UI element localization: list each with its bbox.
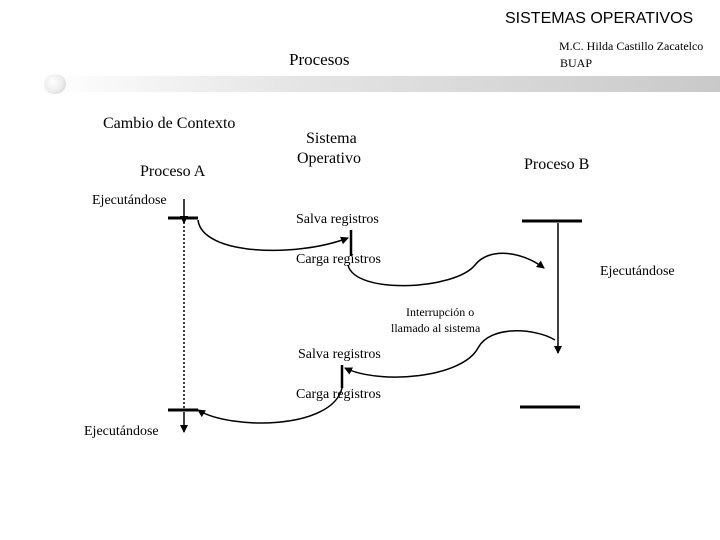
curve-os-to-b <box>347 252 545 287</box>
executing-a-top-label: Ejecutándose <box>92 193 167 208</box>
author-institution: BUAP <box>560 56 593 70</box>
save-registers-2-label: Salva registros <box>298 347 381 362</box>
course-title: SISTEMAS OPERATIVOS <box>505 10 694 27</box>
os-label-line1: Sistema <box>306 130 357 147</box>
interrupt-label-line2: llamado al sistema <box>391 321 481 335</box>
author-name: M.C. Hilda Castillo Zacatelco <box>559 39 704 53</box>
save-registers-1-label: Salva registros <box>296 212 379 227</box>
os-label-line2: Operativo <box>297 150 361 167</box>
load-registers-2-label: Carga registros <box>296 387 381 402</box>
load-registers-1-label: Carga registros <box>296 252 381 267</box>
process-b-label: Proceso B <box>524 156 590 173</box>
slide-subtitle: Cambio de Contexto <box>103 115 236 132</box>
executing-b-label: Ejecutándose <box>600 264 675 279</box>
executing-a-bottom-label: Ejecutándose <box>84 424 159 439</box>
curve-b-to-os <box>344 330 556 378</box>
decorative-band <box>44 76 720 92</box>
process-a-label: Proceso A <box>140 163 206 180</box>
interrupt-label-line1: Interrupción o <box>406 305 475 319</box>
slide-title: Procesos <box>289 50 350 69</box>
curve-os-to-a <box>197 387 343 424</box>
decorative-band-dot <box>44 74 66 94</box>
curve-a-to-os <box>197 219 349 252</box>
